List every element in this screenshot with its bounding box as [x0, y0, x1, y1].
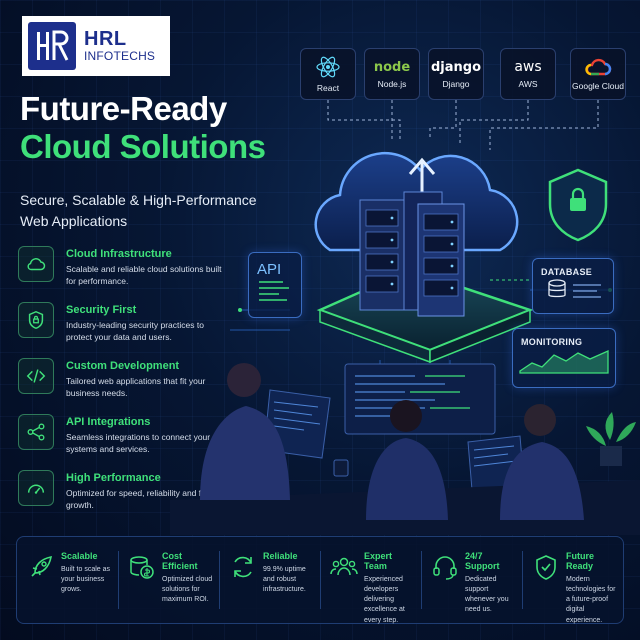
benefit-desc: Dedicated support whenever you need us.	[465, 576, 509, 614]
tech-label: Django	[442, 78, 470, 89]
hero-subtitle: Secure, Scalable & High-Performance Web …	[20, 192, 257, 229]
benefit-title: Future Ready	[566, 551, 594, 571]
tech-label: Google Cloud	[572, 81, 624, 91]
benefit-desc: Built to scale as your business grows.	[61, 566, 111, 594]
feature-title: Security First	[66, 304, 137, 316]
benefit-item: 24/7 Support Dedicated support whenever …	[421, 537, 522, 623]
feature-title: Cloud Infrastructure	[66, 248, 172, 260]
feature-title: High Performance	[66, 472, 161, 484]
benefit-title: Cost Efficient	[162, 551, 198, 571]
feature-item: High Performance Optimized for speed, re…	[18, 468, 228, 524]
graph-icon	[519, 349, 609, 374]
feature-item: Cloud Infrastructure Scalable and reliab…	[18, 244, 228, 300]
feature-item: API Integrations Seamless integrations t…	[18, 412, 228, 468]
code-lines-icon	[259, 281, 289, 301]
speedometer-icon	[18, 470, 54, 506]
hero-headline: Future-Ready Cloud Solutions	[20, 90, 266, 166]
benefit-desc: Experienced developers delivering excell…	[364, 576, 405, 624]
tech-label: AWS	[518, 79, 538, 89]
hero-title-line1: Future-Ready	[20, 90, 227, 127]
brand-subname: INFOTECHS	[84, 49, 156, 64]
tech-label: React	[316, 83, 340, 93]
coins-icon	[130, 556, 154, 579]
share-nodes-icon	[18, 414, 54, 450]
company-logo: HRL INFOTECHS	[22, 16, 170, 76]
benefit-item: Cost Efficient Optimized cloud solutions…	[118, 537, 219, 623]
tech-django: django Django	[428, 48, 484, 100]
api-panel: API	[248, 252, 302, 318]
hero-title-line2: Cloud Solutions	[20, 127, 266, 165]
feature-desc: Seamless integrations to connect your sy…	[66, 432, 211, 455]
benefit-title: Scalable	[61, 551, 98, 561]
tech-label: Node.js	[377, 78, 407, 89]
benefit-item: Future Ready Modern technologies for a f…	[522, 537, 623, 624]
nodejs-icon: node	[373, 59, 411, 75]
tech-aws: aws AWS	[500, 48, 556, 100]
shield-lock-icon	[548, 168, 608, 242]
brand-name: HRL	[84, 28, 127, 51]
tech-nodejs: node Node.js	[364, 48, 420, 100]
feature-desc: Industry-leading security practices to p…	[66, 320, 204, 343]
benefit-title: Expert Team	[364, 551, 393, 571]
benefit-desc: Modern technologies for a future-proof d…	[566, 576, 616, 624]
feature-title: Custom Development	[66, 360, 180, 372]
react-icon	[316, 56, 340, 78]
benefit-item: Reliable 99.9% uptime and robust infrast…	[219, 537, 320, 623]
feature-title: API Integrations	[66, 416, 151, 428]
tech-google-cloud: Google Cloud	[570, 48, 626, 100]
api-label: API	[257, 261, 282, 278]
logo-mark	[28, 22, 76, 70]
monitoring-label: MONITORING	[521, 337, 583, 347]
django-icon: django	[430, 59, 482, 75]
benefit-item: Scalable Built to scale as your business…	[17, 537, 118, 623]
rocket-icon	[31, 555, 53, 577]
feature-item: Security First Industry-leading security…	[18, 300, 228, 356]
feature-desc: Optimized for speed, reliability and fut…	[66, 488, 221, 511]
benefit-title: 24/7 Support	[465, 551, 500, 571]
shield-lock-icon	[18, 302, 54, 338]
benefit-desc: Optimized cloud solutions for maximum RO…	[162, 576, 213, 604]
database-label: DATABASE	[541, 267, 593, 277]
headset-icon	[433, 556, 457, 580]
cloud-icon	[18, 246, 54, 282]
shield-check-icon	[536, 555, 556, 580]
benefits-bar: Scalable Built to scale as your business…	[16, 536, 624, 624]
aws-icon: aws	[514, 59, 542, 75]
database-icon	[548, 279, 601, 298]
benefit-item: Expert Team Experienced developers deliv…	[320, 537, 421, 624]
team-icon	[330, 557, 358, 576]
feature-item: Custom Development Tailored web applicat…	[18, 356, 228, 412]
monitoring-panel: MONITORING	[512, 328, 616, 388]
developers-illustration	[170, 363, 640, 535]
cloud-illustration	[230, 100, 612, 412]
tech-react: React	[300, 48, 356, 100]
benefit-desc: 99.9% uptime and robust infrastructure.	[263, 566, 306, 594]
feature-desc: Tailored web applications that fit your …	[66, 376, 206, 399]
refresh-icon	[234, 556, 252, 578]
code-icon	[18, 358, 54, 394]
feature-list: Cloud Infrastructure Scalable and reliab…	[18, 244, 228, 524]
feature-desc: Scalable and reliable cloud solutions bu…	[66, 264, 222, 287]
benefit-title: Reliable	[263, 551, 298, 561]
google-cloud-icon	[585, 58, 612, 76]
database-panel: DATABASE	[532, 258, 614, 314]
